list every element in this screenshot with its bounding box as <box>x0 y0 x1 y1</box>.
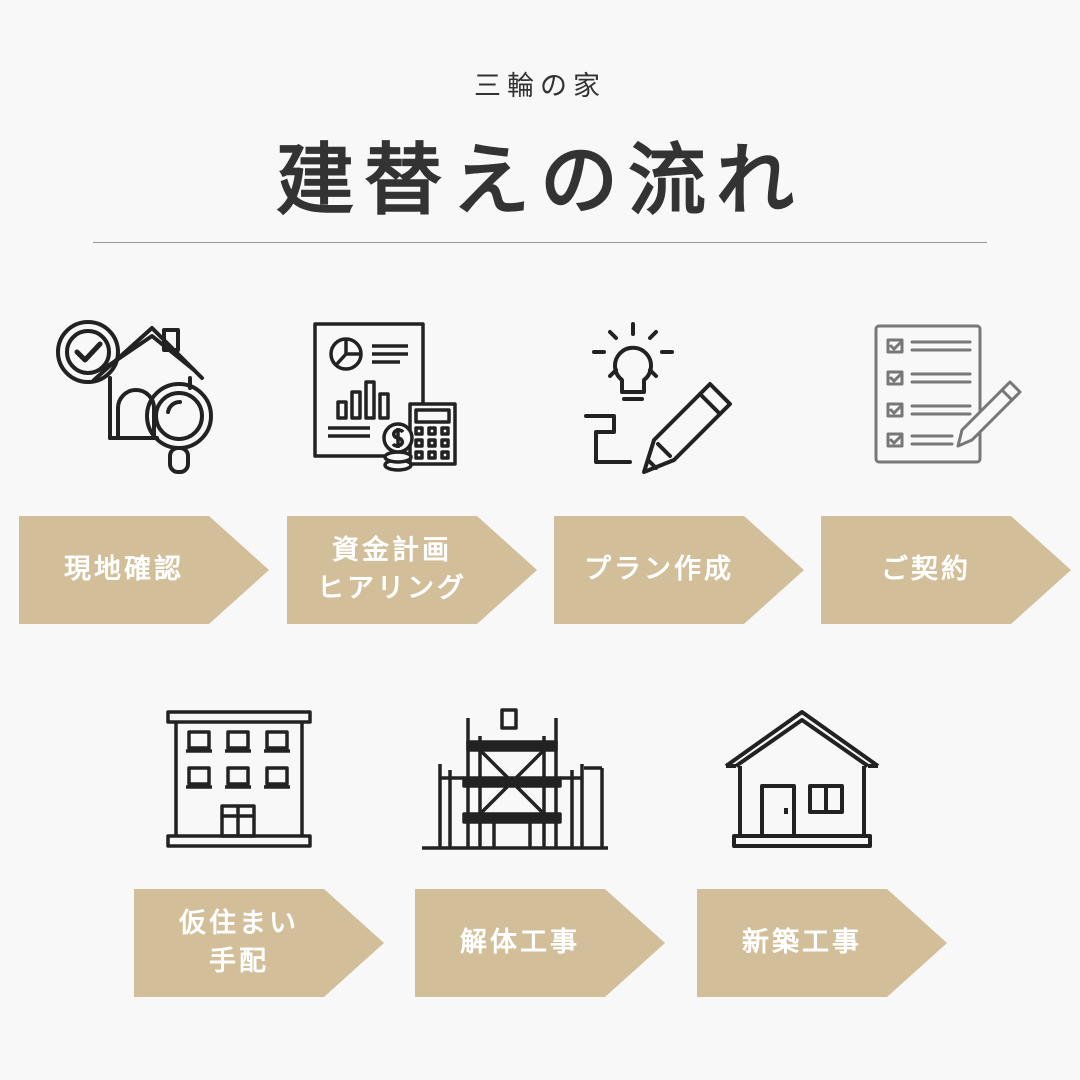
step-label: 仮住まい 手配 <box>179 908 299 977</box>
step-arrow-shape <box>287 516 537 624</box>
financial-plan-icon <box>310 320 460 475</box>
step-arrow-shape <box>821 516 1071 624</box>
house-inspection-icon <box>52 320 217 480</box>
title-divider <box>93 242 987 243</box>
step-arrow-shape <box>415 889 665 997</box>
new-house-icon <box>722 708 882 850</box>
step-plan-creation: プラン作成 <box>554 516 804 624</box>
step-label: 解体工事 <box>460 927 580 958</box>
step-demolition: 解体工事 <box>415 889 665 997</box>
apartment-building-icon <box>164 708 314 850</box>
step-label: プラン作成 <box>584 554 734 585</box>
step-label: ご契約 <box>881 554 971 585</box>
step-new-construction: 新築工事 <box>697 889 947 997</box>
step-arrow-shape <box>697 889 947 997</box>
page-title: 建替えの流れ <box>275 136 804 226</box>
scaffolding-icon <box>420 706 610 852</box>
idea-pencil-icon <box>582 320 737 475</box>
step-temporary-housing: 仮住まい 手配 <box>134 889 384 997</box>
checklist-contract-icon <box>872 322 1027 467</box>
step-label: 新築工事 <box>742 927 862 958</box>
step-arrow-shape <box>134 889 384 997</box>
step-arrow-shape <box>554 516 804 624</box>
step-contract: ご契約 <box>821 516 1071 624</box>
subtitle: 三輪の家 <box>474 71 606 102</box>
step-label: 現地確認 <box>64 554 184 585</box>
step-site-survey: 現地確認 <box>19 516 269 624</box>
step-arrow-shape <box>19 516 269 624</box>
step-label: 資金計画 ヒアリング <box>317 535 467 604</box>
step-financial-plan: 資金計画 ヒアリング <box>287 516 537 624</box>
